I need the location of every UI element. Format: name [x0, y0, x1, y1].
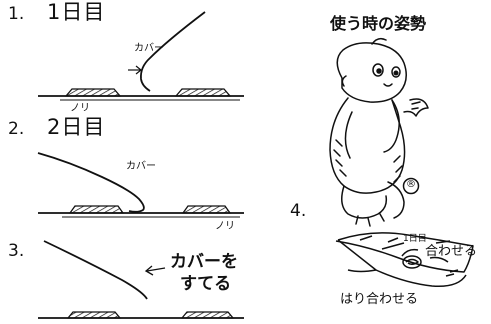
step-4-sheet-illustration: [335, 232, 474, 288]
glue-strip-left: [66, 311, 122, 319]
panel-1-diagram: [38, 11, 244, 101]
step-2-title: 2日目: [47, 115, 106, 139]
registered-mark-circle: [402, 177, 420, 195]
glue-strip-left: [64, 88, 122, 97]
step-2-cover-label: カバー: [126, 161, 156, 172]
glue-strip-right: [174, 88, 232, 97]
panel-3-diagram: [38, 240, 244, 319]
step-1-title: 1日目: [47, 0, 106, 24]
step-2-number: 2.: [8, 119, 25, 139]
glue-strip-left: [68, 205, 125, 214]
glue-strip-right: [181, 205, 232, 214]
glue-strip-right: [180, 311, 235, 319]
cover-sheet: [140, 11, 206, 92]
cover-sheet: [43, 240, 148, 300]
step-1-cover-label: カバー: [134, 43, 164, 54]
squatting-character-illustration: [329, 37, 429, 227]
step-1-number: 1.: [8, 4, 25, 24]
step-3-discard-line-2: すてる: [180, 274, 232, 294]
step-4-day-label: 1日目: [403, 234, 427, 244]
step-3-discard-line-1: カバーを: [170, 252, 238, 272]
registered-mark: ®: [406, 179, 416, 190]
posture-title: 使う時の姿勢: [330, 14, 427, 33]
step-1-glue-label: ノリ: [70, 103, 90, 114]
step-2-glue-label: ノリ: [215, 221, 235, 232]
step-4-number: 4.: [290, 201, 307, 221]
discard-arrow: [146, 267, 166, 272]
panel-2-diagram: [37, 152, 244, 218]
step-3-number: 3.: [8, 241, 25, 261]
cover-sheet: [37, 152, 145, 213]
step-4-bottom-label: はり合わせる: [340, 292, 419, 307]
step-4-join-label: 合わせる: [425, 244, 478, 259]
